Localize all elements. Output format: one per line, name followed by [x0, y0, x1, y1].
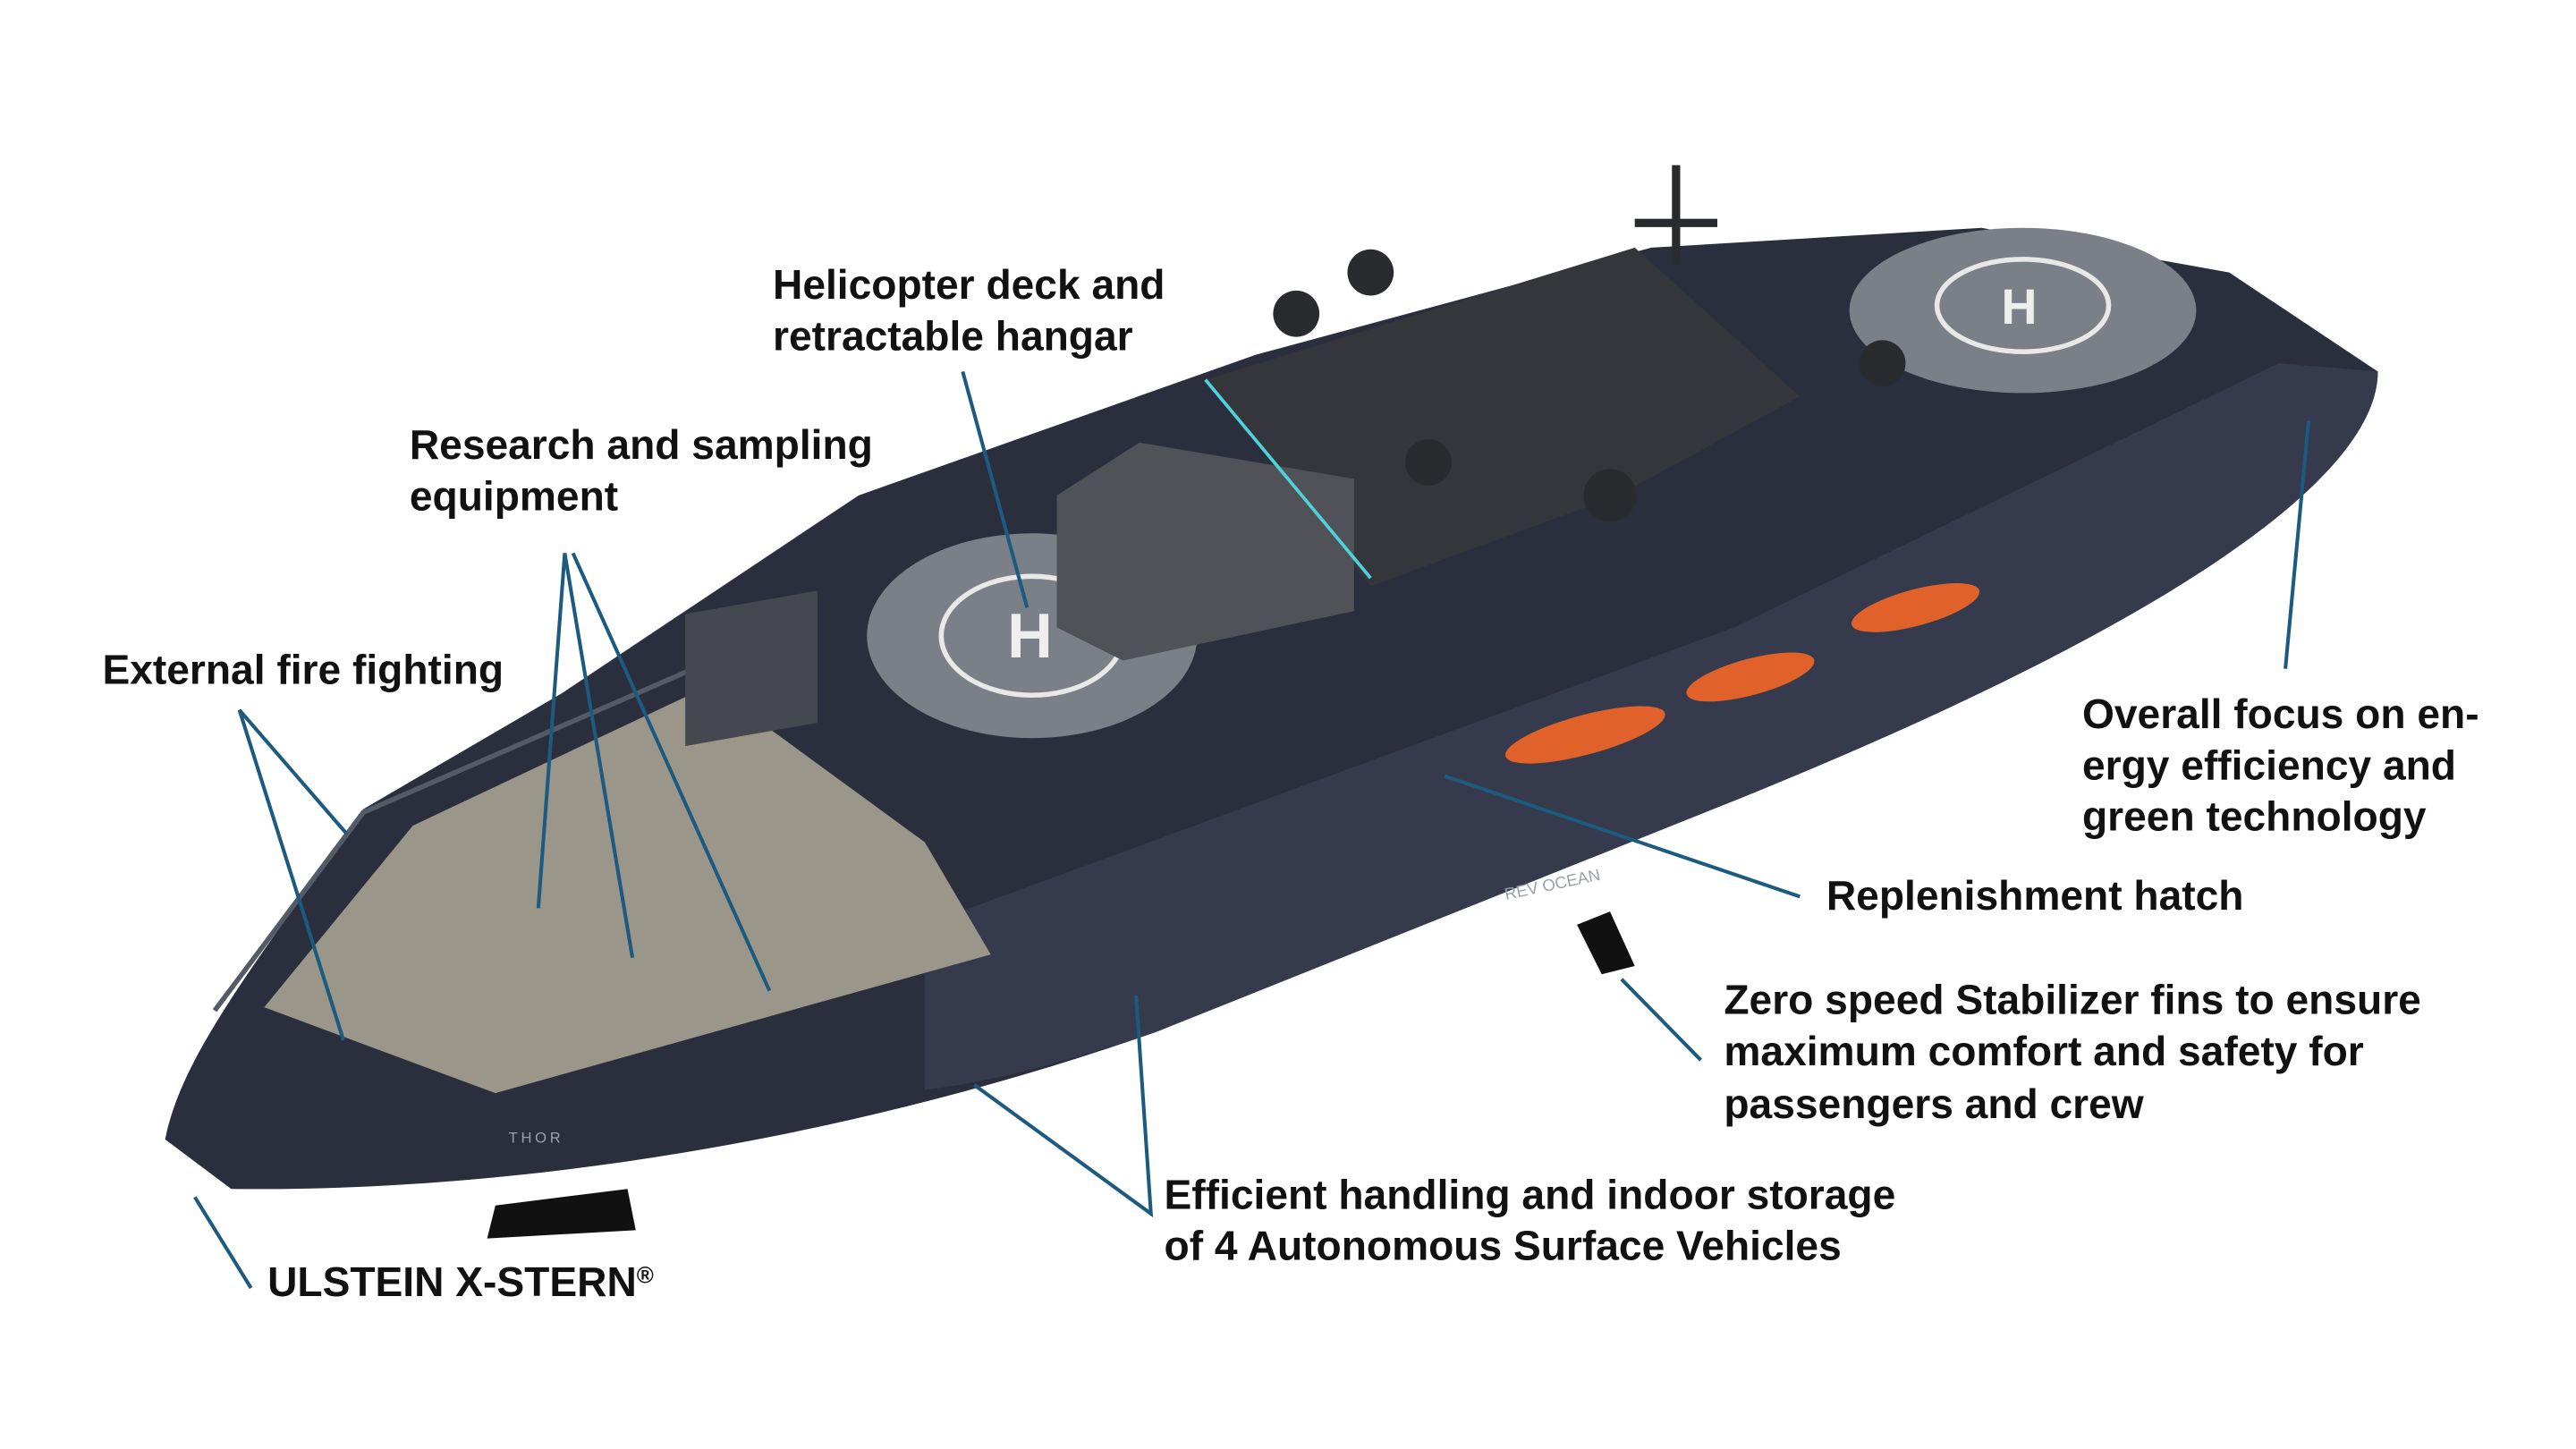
leader-stabilizer: [1620, 978, 1702, 1062]
leader-replenishment: [1444, 774, 1801, 899]
hangar-accent: [1204, 378, 1372, 580]
label-stabilizer: Zero speed Stabilizer fins to ensure max…: [1724, 977, 2432, 1127]
hangar: [1056, 442, 1354, 661]
label-replenishment: Replenishment hatch: [1826, 872, 2244, 919]
radar-domes: [1273, 249, 1906, 522]
leader-research-a: [536, 553, 635, 959]
lifeboats: [1504, 582, 1980, 764]
label-helicopter: Helicopter deck and retractable hangar: [773, 261, 1176, 359]
stabilizer-fin: [1577, 911, 1635, 975]
leader-energy: [2284, 420, 2310, 669]
stern-name: THOR: [509, 1130, 564, 1147]
leader-research-b: [571, 552, 772, 992]
fwd-helipad-ring: [1934, 257, 2112, 354]
leader-asv: [973, 996, 1154, 1218]
label-xstern: ULSTEIN X-STERN®: [267, 1258, 654, 1305]
leader-lines: [193, 370, 2310, 1290]
leader-helicopter: [961, 370, 1030, 608]
aft-deck-rim: [212, 666, 695, 1013]
label-fire: External fire fighting: [102, 646, 504, 692]
label-asv: Efficient handling and indoor storage of…: [1165, 1171, 1908, 1268]
aft-deck: [264, 685, 991, 1094]
fwd-helipad-letter: H: [2002, 279, 2038, 335]
leader-fire: [237, 708, 349, 1041]
fwd-helideck: [1849, 227, 2197, 394]
cargo-containers: [685, 590, 818, 747]
label-energy: Overall focus on en- ergy efficiency and…: [2082, 691, 2490, 839]
skeg: [487, 1189, 636, 1239]
ship-illustration: H H THOR REV OCEAN: [165, 165, 2378, 1239]
leader-xstern: [193, 1196, 253, 1290]
mast: [1634, 165, 1717, 265]
label-research: Research and sampling equipment: [410, 421, 885, 519]
aft-helipad-letter: H: [1007, 600, 1053, 671]
